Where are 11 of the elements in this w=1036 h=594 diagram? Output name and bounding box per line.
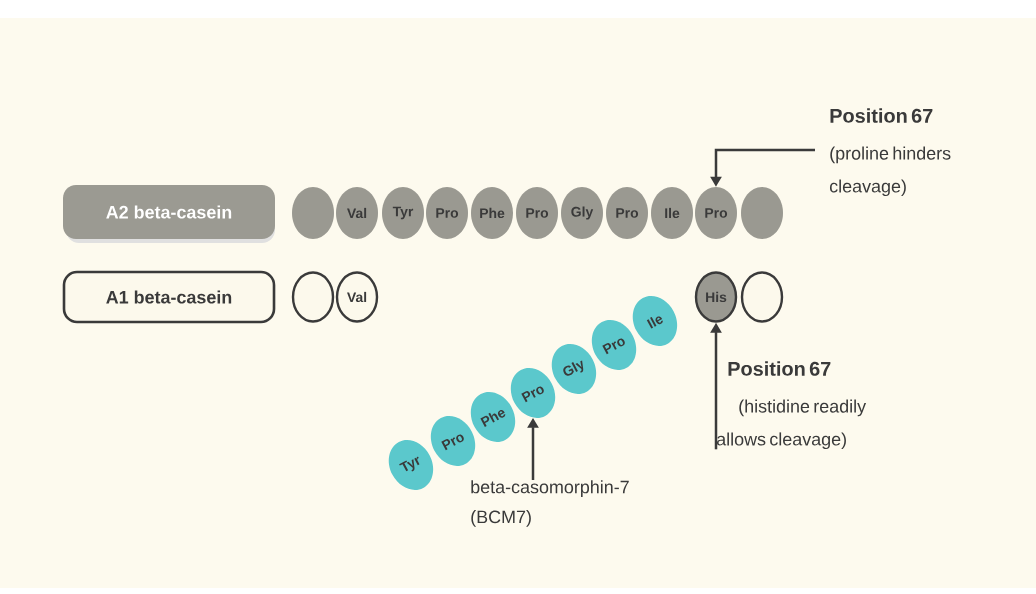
callout-text: (proline hinders cleavage) — [829, 146, 951, 197]
amino-acid-circle — [291, 271, 335, 323]
callout-heading: Position 67 — [728, 361, 831, 376]
callout-text: (histidine readily allows cleavage) — [716, 399, 867, 450]
callout-heading: Position 67 — [830, 108, 933, 123]
amino-acid-circle — [741, 187, 783, 239]
amino-acid-circle — [740, 271, 784, 323]
protein-label: A2 beta-casein — [63, 185, 275, 239]
protein-label: A1 beta-casein — [62, 270, 276, 324]
callout-text: beta-casomorphin-7 (BCM7) — [471, 480, 629, 527]
amino-acid-circle — [292, 187, 334, 239]
